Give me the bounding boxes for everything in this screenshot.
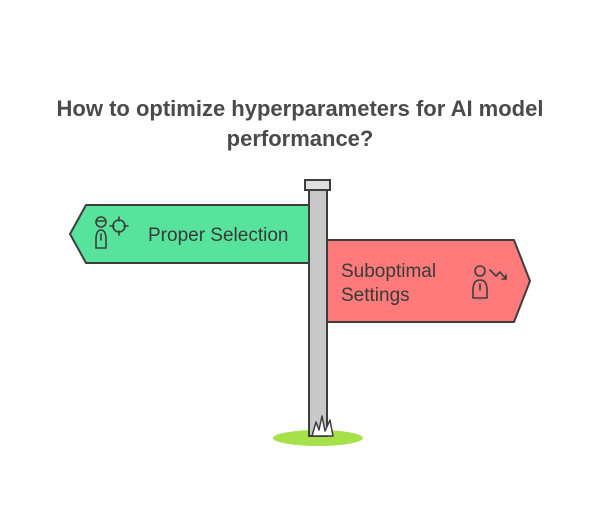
sign-suboptimal-settings: Suboptimal Settings <box>326 239 531 323</box>
grass-blades <box>311 415 334 437</box>
grass-base <box>273 430 363 446</box>
right-sign-board <box>326 239 531 323</box>
signpost-cap <box>304 179 331 191</box>
diagram-title: How to optimize hyperparameters for AI m… <box>0 94 600 154</box>
left-sign-label: Proper Selection <box>148 225 288 246</box>
person-target-icon <box>95 216 129 249</box>
right-sign-label-line-2: Settings <box>341 285 410 306</box>
person-decline-icon <box>472 265 507 299</box>
sign-proper-selection: Proper Selection <box>69 204 310 264</box>
title-line-1: How to optimize hyperparameters for AI m… <box>56 96 544 121</box>
right-sign-label-line-1: Suboptimal <box>341 261 436 282</box>
left-sign-board <box>69 204 310 264</box>
title-line-2: performance? <box>226 126 374 151</box>
signpost-pole <box>308 187 328 437</box>
